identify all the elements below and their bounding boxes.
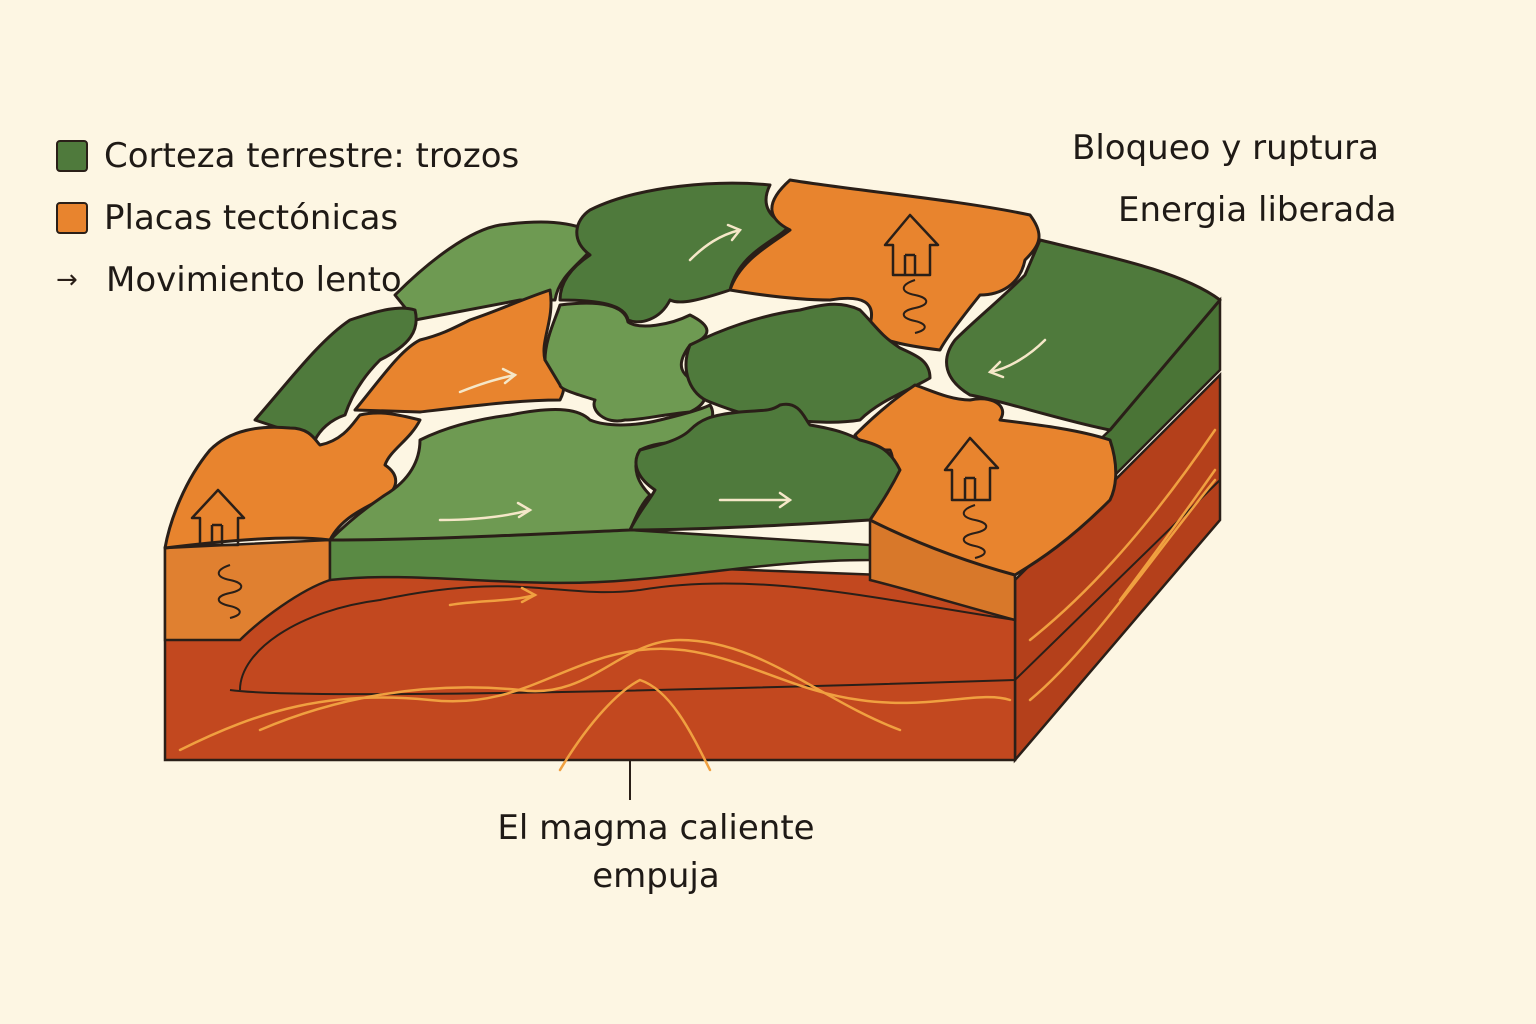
crust-piece-left xyxy=(253,306,418,442)
spring-icon xyxy=(217,564,243,619)
crust-front-edge-right xyxy=(868,518,1017,622)
movement-arrows xyxy=(438,223,1047,522)
house-icon xyxy=(943,436,1000,502)
crust-piece-center-right xyxy=(684,302,932,424)
magma-label-line2: empuja xyxy=(592,856,720,896)
legend-label-plates: Placas tectónicas xyxy=(104,198,399,238)
house-icon xyxy=(190,488,246,547)
legend-item-movement: → Movimiento lento xyxy=(56,249,519,311)
arrow-right-icon: → xyxy=(56,265,78,295)
magma-label: El magma caliente empuja xyxy=(456,804,856,900)
house-icon xyxy=(883,213,940,277)
legend-label-crust: Corteza terrestre: trozos xyxy=(104,136,520,176)
crust-piece-front-right xyxy=(628,402,902,532)
layer-boundary-front xyxy=(239,582,1016,691)
plates-swatch xyxy=(56,202,88,234)
magma-label-line1: El magma caliente xyxy=(497,808,815,848)
spring-icon xyxy=(962,504,988,559)
spring-icon xyxy=(902,279,928,334)
crust-swatch xyxy=(56,140,88,172)
label-bloqueo: Bloqueo y ruptura xyxy=(1072,128,1379,168)
crust-front-edge-mid xyxy=(328,528,872,585)
magma-flow-lines xyxy=(178,428,1217,772)
crust-piece-center xyxy=(543,301,709,423)
plate-back-right xyxy=(728,178,1041,352)
label-energia: Energia liberada xyxy=(1118,190,1397,230)
legend-item-crust: Corteza terrestre: trozos xyxy=(56,125,519,187)
crust-piece-back-center xyxy=(558,181,792,324)
plate-left-center xyxy=(353,288,566,414)
layer-boundary-lower xyxy=(229,479,1221,696)
legend-label-movement: Movimiento lento xyxy=(106,260,402,300)
legend-item-plates: Placas tectónicas xyxy=(56,187,519,249)
legend: Corteza terrestre: trozos Placas tectóni… xyxy=(56,125,519,311)
magma-flow-arrow xyxy=(448,586,538,607)
plate-front-left xyxy=(163,411,422,550)
